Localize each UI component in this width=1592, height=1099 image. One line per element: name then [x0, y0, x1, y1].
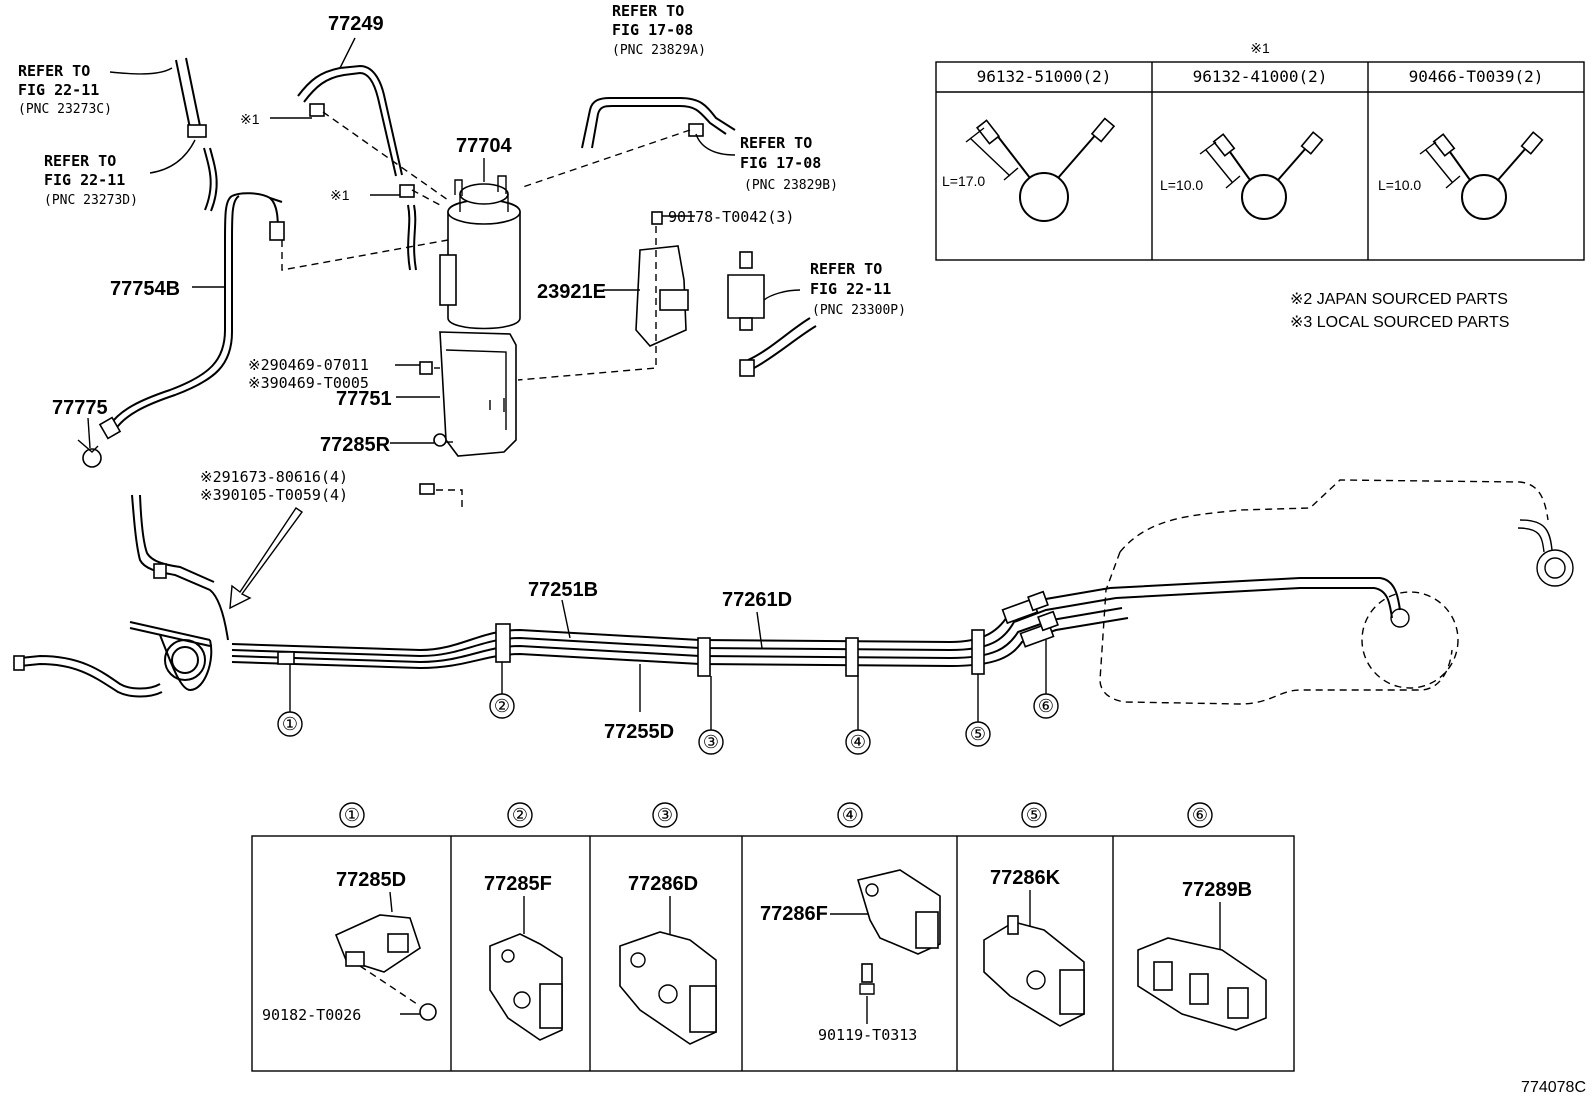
svg-text:FIG 22-11: FIG 22-11 [810, 280, 891, 298]
label-77754B: 77754B [110, 278, 180, 300]
clip-table-mark: ※1 [1250, 40, 1270, 56]
mark-1-upper: ※1 [240, 111, 260, 127]
fuel-filter [727, 251, 817, 377]
fastener-77285R [433, 433, 447, 447]
svg-text:(PNC 23273D): (PNC 23273D) [44, 193, 138, 208]
svg-text:REFER TO: REFER TO [810, 260, 882, 278]
hose-23273c [175, 57, 218, 212]
label-77251B: 77251B [528, 579, 598, 601]
clamp-part-77286K: 77286K [990, 867, 1061, 889]
note-local-sourced: ※3 LOCAL SOURCED PARTS [1290, 314, 1509, 331]
bolt-91673 [419, 483, 435, 495]
clamp-part-77286F: 77286F [760, 903, 828, 925]
svg-text:②: ② [494, 696, 510, 716]
dashed-leaders [281, 111, 691, 512]
svg-text:⑤: ⑤ [970, 724, 986, 744]
leader-lines [87, 37, 801, 449]
main-tube-run [13, 494, 1401, 698]
label-90469-japan: ※290469-07011 [248, 356, 369, 374]
svg-text:(PNC 23273C): (PNC 23273C) [18, 102, 112, 117]
clamp-part-77285D: 77285D [336, 869, 406, 891]
clamp-sub-90182: 90182-T0026 [262, 1006, 361, 1024]
label-77751: 77751 [336, 388, 392, 410]
svg-text:③: ③ [703, 732, 719, 752]
clamp-header-3: ③ [657, 805, 673, 825]
label-77704: 77704 [456, 135, 512, 157]
location-arrow [229, 507, 303, 610]
clamp-part-77289B: 77289B [1182, 879, 1252, 901]
label-91673: ※291673-80616(4) [200, 468, 348, 486]
label-90469-local: ※390469-T0005 [248, 374, 369, 392]
svg-text:REFER TO: REFER TO [612, 2, 684, 20]
hose-77754B [98, 192, 285, 440]
valve-23921E [635, 211, 689, 347]
svg-text:FIG 22-11: FIG 22-11 [18, 81, 99, 99]
clamp-table: ① ② ③ ④ ⑤ ⑥ 77285D 90182-T0026 77285F 77… [251, 802, 1295, 1072]
fastener-90469 [419, 361, 433, 375]
clamp-header-5: ⑤ [1026, 805, 1042, 825]
callout-leaders [289, 599, 1047, 730]
connector-77775 [77, 439, 102, 468]
svg-text:L=17.0: L=17.0 [942, 173, 985, 189]
label-77255D: 77255D [604, 721, 674, 743]
clamp-part-77286D: 77286D [628, 873, 698, 895]
clip-col-1: 96132-51000(2) [977, 67, 1112, 86]
label-90178: 90178-T0042(3) [668, 208, 794, 226]
reference-23829a: REFER TO FIG 17-08 (PNC 23829A) [612, 2, 706, 58]
clip-col-2: 96132-41000(2) [1193, 67, 1328, 86]
svg-text:L=10.0: L=10.0 [1378, 177, 1421, 193]
svg-text:REFER TO: REFER TO [18, 62, 90, 80]
mark-1-lower: ※1 [330, 187, 350, 203]
hose-77249 [297, 64, 417, 271]
callout-circles: ① ② ③ ④ ⑤ ⑥ [277, 693, 1059, 755]
label-90105: ※390105-T0059(4) [200, 486, 348, 504]
clip-col-3: 90466-T0039(2) [1409, 67, 1544, 86]
canister-77704 [439, 175, 521, 330]
svg-text:①: ① [282, 714, 298, 734]
svg-text:(PNC 23300P): (PNC 23300P) [812, 303, 906, 318]
note-japan-sourced: ※2 JAPAN SOURCED PARTS [1290, 291, 1508, 308]
reference-23300p: REFER TO FIG 22-11 (PNC 23300P) [810, 260, 906, 318]
svg-text:FIG 17-08: FIG 17-08 [740, 154, 821, 172]
clamp-header-1: ① [344, 805, 360, 825]
label-77285R: 77285R [320, 434, 391, 456]
svg-text:REFER TO: REFER TO [44, 152, 116, 170]
svg-text:(PNC 23829B): (PNC 23829B) [744, 178, 838, 193]
svg-text:REFER TO: REFER TO [740, 134, 812, 152]
reference-23273c: REFER TO FIG 22-11 (PNC 23273C) [18, 62, 112, 117]
svg-text:FIG 22-11: FIG 22-11 [44, 171, 125, 189]
reference-23829b: REFER TO FIG 17-08 (PNC 23829B) [740, 134, 838, 193]
label-77261D: 77261D [722, 589, 792, 611]
clamp-header-6: ⑥ [1192, 805, 1208, 825]
reference-23273d: REFER TO FIG 22-11 (PNC 23273D) [44, 152, 138, 208]
svg-text:FIG 17-08: FIG 17-08 [612, 21, 693, 39]
clamp-sub-90119: 90119-T0313 [818, 1026, 917, 1044]
svg-text:L=10.0: L=10.0 [1160, 177, 1203, 193]
label-77775: 77775 [52, 397, 108, 419]
clamp-header-4: ④ [842, 805, 858, 825]
fuel-tank-outline [1099, 479, 1574, 705]
svg-text:④: ④ [850, 732, 866, 752]
svg-text:⑥: ⑥ [1038, 696, 1054, 716]
label-23921E: 23921E [537, 281, 606, 303]
hose-23829a [581, 97, 736, 149]
figure-id: 774078C [1521, 1079, 1586, 1096]
clamp-part-77285F: 77285F [484, 873, 552, 895]
clip-table: ※1 96132-51000(2) 96132-41000(2) 90466-T… [935, 40, 1585, 261]
label-77249: 77249 [328, 13, 384, 35]
bracket-77751 [439, 331, 517, 457]
clamp-header-2: ② [512, 805, 528, 825]
svg-text:(PNC 23829A): (PNC 23829A) [612, 43, 706, 58]
